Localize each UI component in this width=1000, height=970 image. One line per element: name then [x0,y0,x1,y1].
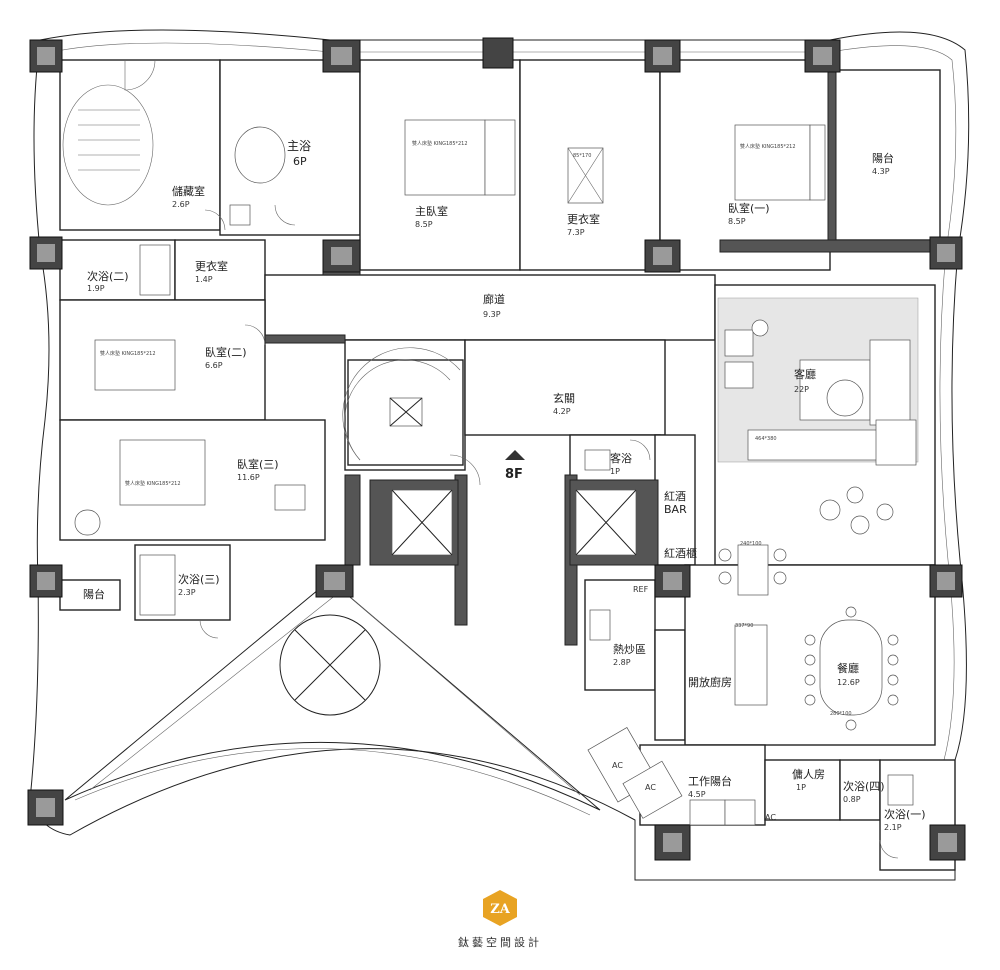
room-label-master-bath: 主浴 [287,139,311,153]
room-label-bath2: 次浴(二) [87,269,129,283]
room-label-hot-kitchen: 熱炒區 [613,643,646,656]
kitchen-island-note: 337*90 [735,623,753,629]
room-label-balcony-ne: 陽台 [872,151,894,165]
doors [124,59,899,859]
bed3-note: 雙人床墊 KING185*212 [125,480,181,487]
room-area-hot-kitchen: 2.8P [613,658,631,667]
room-area-walkin-closet: 7.3P [567,228,585,237]
ac-label-1: AC [612,761,623,770]
room-label-storage: 儲藏室 [172,184,205,198]
elevator-right [569,479,659,566]
room-label-balcony-w: 陽台 [83,587,105,601]
room-label-guest-bath: 客浴 [610,451,632,465]
sofa-size-note: 464*380 [755,436,777,442]
room-area-guest-bath: 1P [610,467,620,476]
room-label-open-kitchen: 開放廚房 [688,675,732,689]
room-label-closet2: 更衣室 [195,259,228,273]
brand-name: 鈦藝空間設計 [458,936,542,949]
bed2-note: 雙人床墊 KING185*212 [100,350,156,357]
room-area-closet2: 1.4P [195,275,213,284]
outer-envelope [29,29,970,881]
room-area-bed3: 11.6P [237,473,260,482]
room-area-bath2: 1.9P [87,284,105,293]
room-area-foyer: 4.2P [553,407,571,416]
floor-label: 8F [505,467,523,482]
dining-furniture [718,486,899,731]
structural-walls [264,69,931,646]
room-label-foyer: 玄關 [553,391,575,405]
bed-master-note: 雙人床墊 KING185*212 [412,140,468,147]
room-label-wine-cabinet: 紅酒櫃 [664,546,697,560]
room-area-bed2: 6.6P [205,361,223,370]
room-label-corridor: 廊道 [483,292,505,306]
ac-label-3: AC [765,813,776,822]
living-furniture [717,297,919,466]
room-area-bath4: 0.8P [843,795,861,804]
room-label-bed1: 臥室(一) [728,201,770,215]
room-area-bath3: 2.3P [178,588,196,597]
room-label-bath3: 次浴(三) [178,572,220,586]
stair-northwest [62,84,154,206]
bath-fixtures [139,126,914,826]
room-label-wine-bar-2: BAR [664,503,687,516]
room-label-master-bed: 主臥室 [415,204,448,218]
room-label-bed3: 臥室(三) [237,457,279,471]
room-label-bed2: 臥室(二) [205,345,247,359]
room-label-maid-room: 傭人房 [792,767,825,781]
room-area-master-bath: 6P [293,155,307,168]
ref-label: REF [633,585,649,594]
room-label-walkin-closet: 更衣室 [567,212,600,226]
room-area-bath1: 2.1P [884,823,902,832]
room-area-living: 22P [794,385,809,394]
room-area-service-balcony: 4.5P [688,790,706,799]
room-label-living: 客廳 [794,367,816,381]
room-area-storage: 2.6P [172,200,190,209]
dining-table-note: 280*100 [830,711,852,717]
brand-logo: ZA [480,888,520,928]
room-label-bath4: 次浴(四) [843,779,885,793]
bed1-note: 雙人床墊 KING185*212 [740,143,796,150]
bedroom-furniture [74,119,826,536]
ac-label-2: AC [645,783,656,792]
room-area-bed1: 8.5P [728,217,746,226]
room-area-balcony-ne: 4.3P [872,167,890,176]
dining-island-note: 240*100 [740,541,762,547]
room-area-master-bed: 8.5P [415,220,433,229]
room-area-dining: 12.6P [837,678,860,687]
room-label-bath1: 次浴(一) [884,807,926,821]
room-label-service-balcony: 工作陽台 [688,774,732,788]
columns [27,37,966,861]
atrium-void [64,579,601,816]
room-label-wine-bar-1: 紅酒 [664,490,686,503]
room-area-maid-room: 1P [796,783,806,792]
stair-core [342,347,464,466]
svg-text:ZA: ZA [490,902,510,917]
room-area-corridor: 9.3P [483,310,501,319]
elevator-left [369,479,459,566]
island-size-note: 85*170 [573,153,591,159]
room-label-dining: 餐廳 [837,661,859,675]
brand-block: ZA 鈦藝空間設計 [0,888,1000,950]
floor-arrow-icon [505,450,525,460]
